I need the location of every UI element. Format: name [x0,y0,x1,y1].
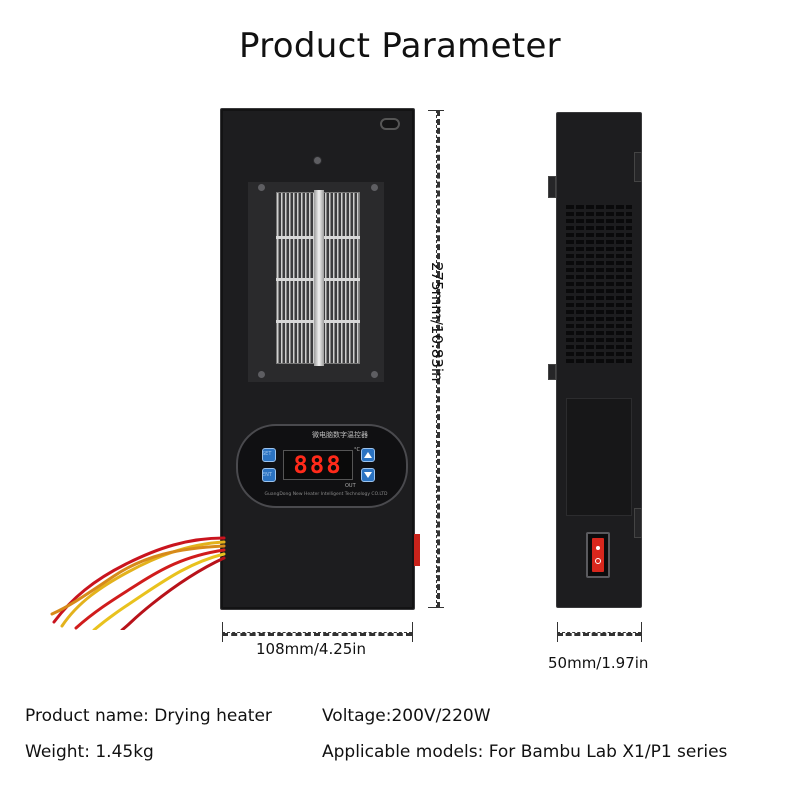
dimension-tick [222,622,223,642]
power-on-icon [596,546,600,550]
ent-button-label: ENT [262,472,272,478]
set-button-label: SET [262,451,272,457]
ent-button[interactable] [262,468,276,482]
spec-product-name: Product name: Drying heater [25,706,272,726]
power-off-icon [595,558,601,564]
set-button[interactable] [262,448,276,462]
unit-label: °C [354,447,360,453]
out-label: OUT [345,483,356,489]
side-bracket [634,152,642,182]
height-label: 275mm/10.83in [428,262,446,382]
hang-slot [380,118,400,130]
down-arrow-icon [364,472,372,478]
power-cables [50,536,226,630]
up-arrow-icon [364,452,372,458]
dimension-tick [428,110,444,111]
screw-icon [257,370,266,379]
manufacturer-text: GuangDong New Heater Intelligent Technol… [264,492,388,497]
page-title: Product Parameter [239,26,561,66]
side-bracket [548,176,556,198]
spec-weight: Weight: 1.45kg [25,742,154,762]
controller-label: 微电脑数字温控器 [312,431,368,439]
dimension-tick [557,622,558,642]
screw-icon [370,370,379,379]
width-label: 108mm/4.25in [256,640,366,658]
width-dimension-line [222,632,412,636]
display-value: 888 [293,451,343,479]
spec-voltage: Voltage:200V/220W [322,706,491,726]
power-switch-rocker [592,538,604,572]
power-switch-edge [414,534,420,566]
depth-label: 50mm/1.97in [548,654,649,672]
side-bracket [548,364,556,380]
temperature-display [283,450,353,480]
vent-grille-columns [566,204,632,366]
dimension-tick [412,622,413,642]
depth-dimension-line [557,632,641,636]
side-panel-recess [566,398,632,516]
screw-icon [370,183,379,192]
screw-icon [313,156,322,165]
side-bracket [634,508,642,538]
height-dimension-line [436,110,440,608]
dimension-tick [428,607,444,608]
screw-icon [257,183,266,192]
spec-models: Applicable models: For Bambu Lab X1/P1 s… [322,742,728,762]
heating-core-bar [314,190,324,366]
dimension-tick [641,622,642,642]
